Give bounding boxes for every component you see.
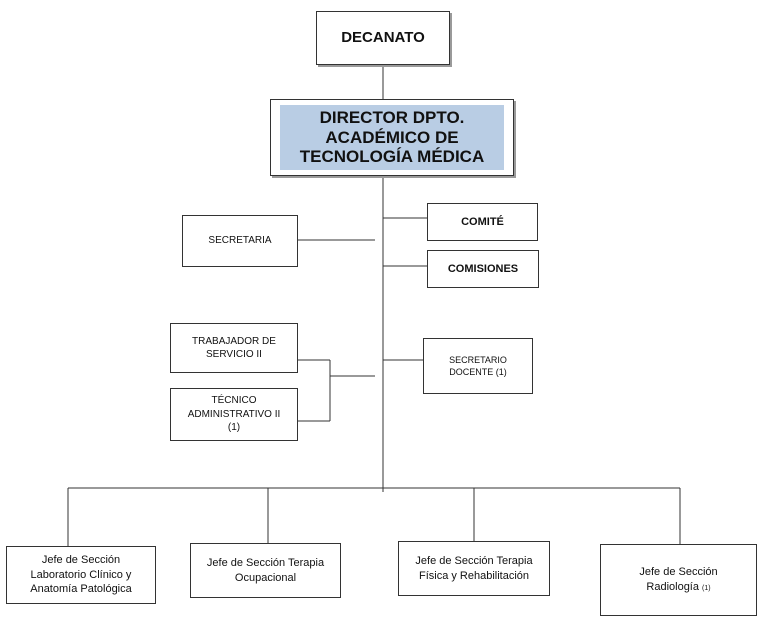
comisiones-box: COMISIONES xyxy=(427,250,539,288)
jefe-laboratorio-label: Jefe de Sección Laboratorio Clínico y An… xyxy=(30,553,132,596)
jefe-terapia-ocupacional-label: Jefe de Sección Terapia Ocupacional xyxy=(206,556,325,584)
trabajador-servicio-label: TRABAJADOR DE SERVICIO II xyxy=(192,335,276,361)
secretaria-label: SECRETARIA xyxy=(208,235,272,247)
comite-box: COMITÉ xyxy=(427,203,538,241)
secretario-docente-label: SECRETARIO DOCENTE (1) xyxy=(449,354,507,377)
trabajador-servicio-box: TRABAJADOR DE SERVICIO II xyxy=(170,323,298,373)
decanato-label: DECANATO xyxy=(341,28,425,46)
jefe-terapia-fisica-box: Jefe de Sección Terapia Física y Rehabil… xyxy=(398,541,550,596)
comite-label: COMITÉ xyxy=(461,215,504,228)
secretaria-box: SECRETARIA xyxy=(182,215,298,267)
secretario-docente-box: SECRETARIO DOCENTE (1) xyxy=(423,338,533,394)
director-label: DIRECTOR DPTO. ACADÉMICO DE TECNOLOGÍA M… xyxy=(280,105,504,170)
jefe-laboratorio-box: Jefe de Sección Laboratorio Clínico y An… xyxy=(6,546,156,604)
jefe-terapia-fisica-label: Jefe de Sección Terapia Física y Rehabil… xyxy=(415,554,533,582)
comisiones-label: COMISIONES xyxy=(447,262,519,275)
jefe-terapia-ocupacional-box: Jefe de Sección Terapia Ocupacional xyxy=(190,543,341,598)
jefe-radiologia-label: Jefe de Sección Radiología (1) xyxy=(639,566,718,593)
director-box: DIRECTOR DPTO. ACADÉMICO DE TECNOLOGÍA M… xyxy=(270,99,514,176)
tecnico-administrativo-box: TÉCNICO ADMINISTRATIVO II (1) xyxy=(170,388,298,441)
tecnico-administrativo-label: TÉCNICO ADMINISTRATIVO II (1) xyxy=(187,395,281,434)
jefe-radiologia-box: Jefe de Sección Radiología (1) xyxy=(600,544,757,616)
radiologia-note: (1) xyxy=(702,585,711,592)
decanato-box: DECANATO xyxy=(316,11,450,65)
